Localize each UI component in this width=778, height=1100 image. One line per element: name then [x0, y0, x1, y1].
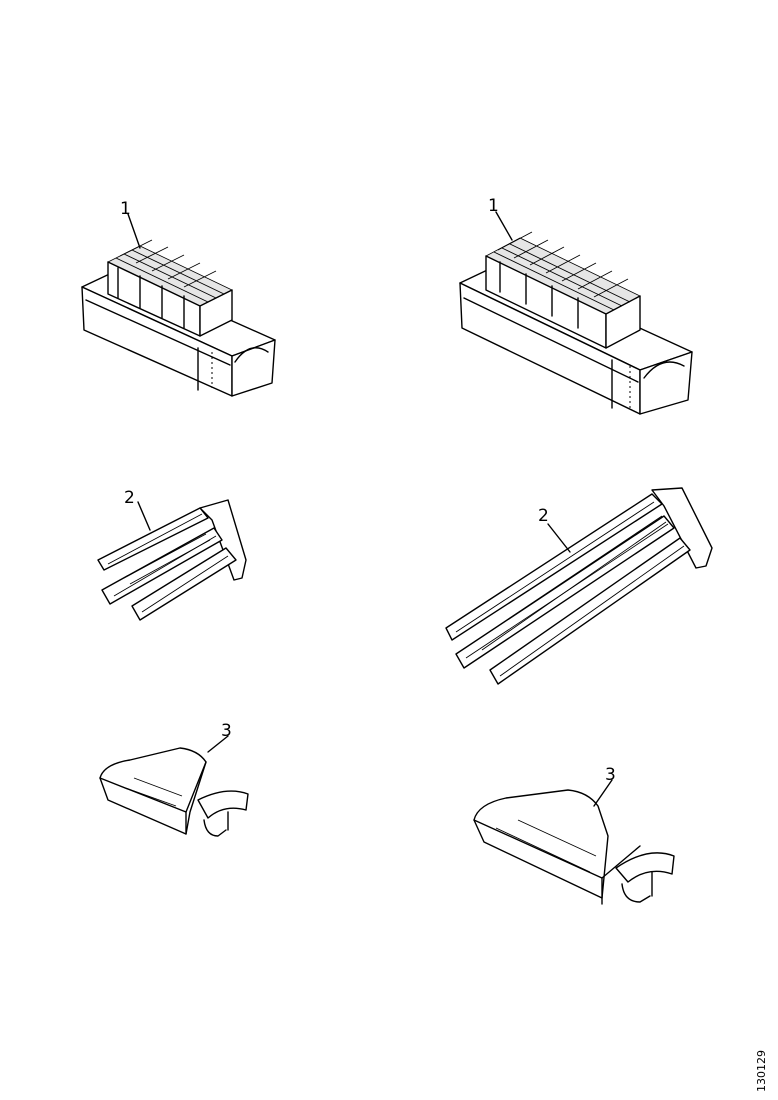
right-spacer-callout: 2 — [538, 506, 549, 526]
left-cover — [99, 747, 249, 837]
left-spacer-callout: 2 — [124, 488, 135, 508]
right-cover-leader — [593, 779, 613, 807]
right-spacer-comb — [445, 487, 713, 685]
left-cover-leader — [207, 735, 229, 753]
figure-id: 130129 — [755, 1050, 768, 1092]
left-connector-housing — [81, 239, 276, 397]
left-spacer-leader — [137, 501, 151, 531]
right-connector-callout: 1 — [488, 196, 499, 216]
right-connector-leader — [495, 211, 513, 241]
left-spacer-comb — [97, 499, 247, 621]
right-cover-callout: 3 — [605, 765, 616, 785]
right-spacer-leader — [547, 523, 571, 553]
left-connector-callout: 1 — [120, 199, 131, 219]
left-connector-leader — [127, 213, 141, 249]
right-connector-housing — [459, 231, 693, 415]
left-cover-callout: 3 — [221, 721, 232, 741]
right-cover — [473, 789, 675, 905]
